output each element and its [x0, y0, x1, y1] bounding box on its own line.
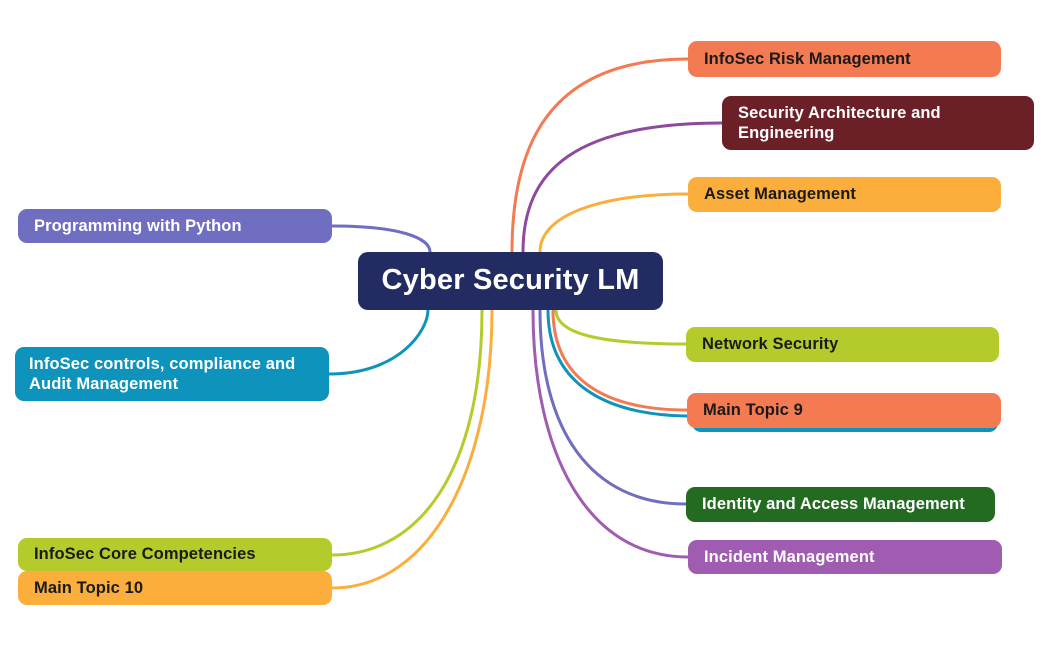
topic-node-label: Programming with Python — [34, 216, 242, 235]
root-node-label: Cyber Security LM — [381, 264, 640, 297]
topic-node-infosec-risk-management[interactable]: InfoSec Risk Management — [688, 41, 1001, 77]
topic-node-label: Identity and Access Management — [702, 495, 965, 514]
topic-node-label: Network Security — [702, 335, 839, 354]
topic-node-main-topic-10[interactable]: Main Topic 10 — [18, 571, 332, 605]
edge-network-security — [554, 308, 688, 346]
topic-node-label: Main Topic 10 — [34, 578, 144, 597]
topic-node-infosec-core-competencies[interactable]: InfoSec Core Competencies — [18, 538, 332, 571]
edge-identity-and-access-management — [538, 308, 688, 506]
edge-main-topic-9 — [551, 308, 689, 412]
topic-node-asset-management[interactable]: Asset Management — [688, 177, 1001, 212]
edge-infosec-risk-management — [510, 57, 690, 254]
topic-node-incident-management[interactable]: Incident Management — [688, 540, 1002, 574]
edge-asset-management — [538, 192, 690, 254]
topic-node-label: Asset Management — [704, 185, 856, 204]
topic-node-infosec-controls-compliance-and-audit-management[interactable]: InfoSec controls, compliance and Audit M… — [15, 347, 329, 401]
topic-node-label: Incident Management — [704, 547, 875, 566]
topic-node-label: Main Topic 9 — [703, 401, 803, 420]
edge-infosec-controls-compliance-and-audit-management — [327, 308, 430, 376]
topic-node-label: InfoSec Risk Management — [704, 49, 911, 68]
edge-incident-management — [531, 308, 690, 559]
topic-node-label: InfoSec controls, compliance and Audit M… — [29, 354, 296, 393]
edge-programming-with-python — [330, 224, 432, 254]
topic-node-label: InfoSec Core Competencies — [34, 545, 256, 564]
topic-node-programming-with-python[interactable]: Programming with Python — [18, 209, 332, 243]
edge-infosec-governance — [546, 308, 694, 418]
topic-node-identity-and-access-management[interactable]: Identity and Access Management — [686, 487, 995, 522]
topic-node-security-architecture-and-engineering[interactable]: Security Architecture and Engineering — [722, 96, 1034, 150]
edge-group — [327, 57, 724, 590]
topic-node-network-security[interactable]: Network Security — [686, 327, 999, 362]
topic-node-main-topic-9[interactable]: Main Topic 9 — [687, 393, 1001, 428]
topic-node-label: Security Architecture and Engineering — [738, 103, 941, 142]
edge-infosec-core-competencies — [330, 308, 484, 557]
edge-main-topic-10 — [330, 308, 494, 590]
root-node[interactable]: Cyber Security LM — [358, 252, 663, 310]
